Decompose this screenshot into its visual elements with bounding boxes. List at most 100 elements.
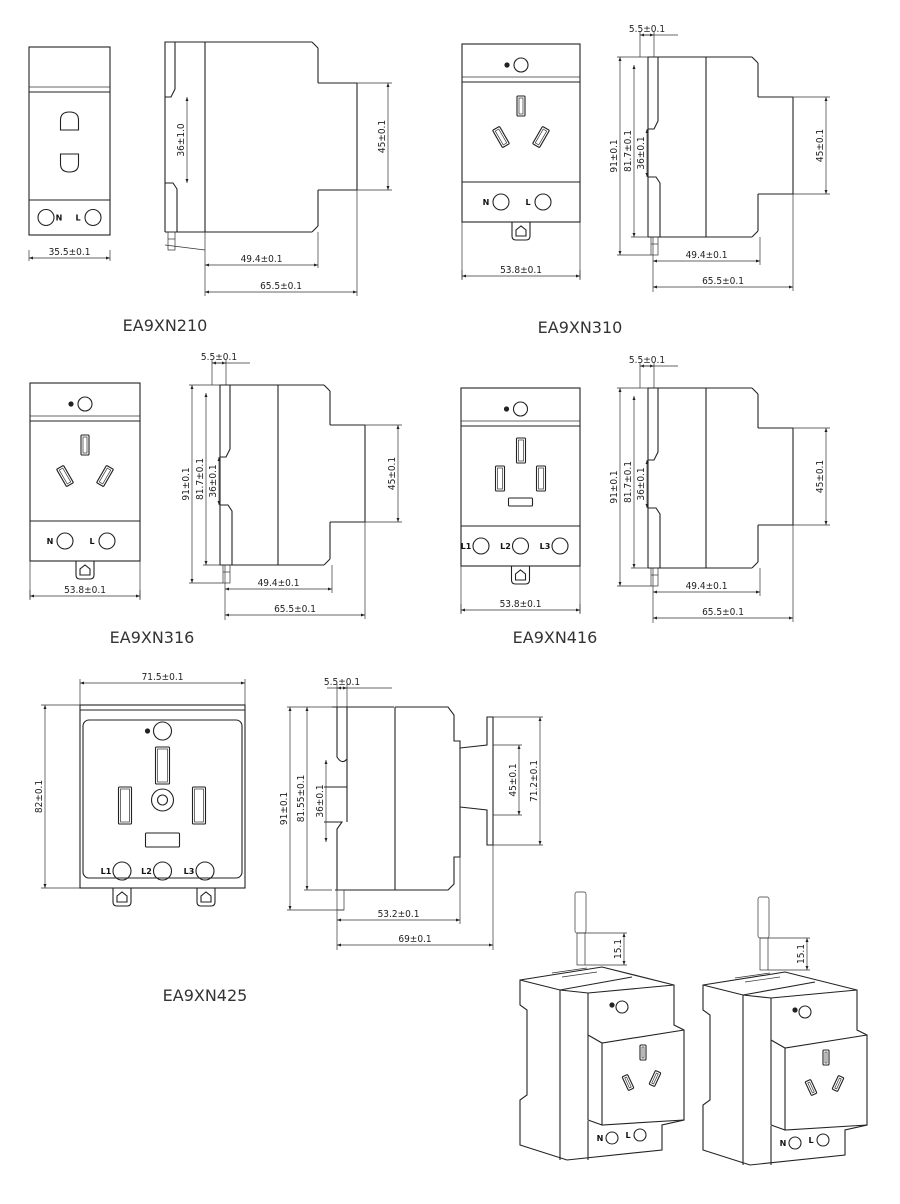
outline — [751, 230, 759, 238]
dimension-arrow — [489, 943, 493, 947]
dimension-arrow — [205, 290, 209, 294]
dimension-arrow — [576, 274, 580, 278]
socket-slot — [191, 786, 207, 825]
dimension-arrow — [653, 285, 657, 289]
dimension-arrow — [618, 251, 622, 255]
dimension-label: L3 — [184, 867, 195, 876]
dimension-arrow — [645, 460, 649, 464]
outline — [804, 1079, 818, 1096]
dimension-arrow — [632, 564, 636, 568]
dimension-label: 5.5±0.1 — [201, 352, 237, 363]
dimension-label: L — [808, 1136, 813, 1145]
housing — [770, 1034, 868, 1049]
dimension-arrow — [396, 425, 400, 429]
terminal-screw-icon — [551, 537, 569, 555]
dimension-arrow — [80, 681, 84, 685]
outline — [311, 41, 319, 49]
dimension-arrow — [517, 745, 521, 749]
outline — [639, 1044, 647, 1061]
dimension-label: 49.4±0.1 — [258, 578, 300, 589]
outline — [751, 387, 759, 395]
outline — [647, 460, 661, 568]
dimension-label: 65.5±0.1 — [274, 604, 316, 615]
dimension-arrow — [653, 616, 657, 620]
outline — [191, 786, 207, 825]
dimension-arrow — [824, 521, 828, 525]
din-clip — [196, 888, 216, 907]
dimension-arrow — [190, 579, 194, 583]
outline — [82, 719, 243, 879]
dimension-label: 15.1 — [613, 939, 624, 959]
dimension-arrow — [217, 501, 221, 505]
dimension-arrow — [328, 587, 332, 591]
outline — [324, 821, 344, 890]
outline — [576, 932, 586, 966]
outline — [751, 561, 759, 569]
socket-slot — [516, 95, 526, 117]
dimension-arrow — [632, 233, 636, 237]
dimension-arrow — [456, 918, 460, 922]
dimension-arrow — [324, 760, 328, 764]
dimension-arrow — [805, 938, 809, 942]
housing — [519, 976, 633, 991]
dimension-label: 65.5±0.1 — [702, 607, 744, 618]
terminal-screw-icon — [98, 532, 116, 550]
dimension-label: 53.8±0.1 — [500, 599, 542, 610]
model-title: EA9XN210 — [123, 316, 208, 335]
indicator-light-icon — [77, 396, 93, 412]
dimension-arrow — [576, 608, 580, 612]
dimension-arrow — [517, 811, 521, 815]
dimension-arrow — [653, 259, 657, 263]
dimension-arrow — [618, 582, 622, 586]
outline — [518, 97, 524, 115]
outline — [538, 467, 544, 490]
indicator-light-icon — [512, 401, 529, 417]
outline — [56, 465, 74, 487]
outline — [144, 832, 181, 848]
socket-slot — [492, 126, 510, 148]
dimension-arrow — [324, 838, 328, 842]
outline — [395, 706, 461, 891]
dimension-label: 5.5±0.1 — [629, 355, 665, 366]
outline — [323, 558, 331, 566]
outline — [744, 976, 781, 983]
outline — [757, 896, 770, 939]
model-title: EA9XN316 — [110, 628, 195, 647]
outline — [824, 1051, 828, 1064]
dimension-arrow — [645, 173, 649, 177]
outline — [648, 1070, 662, 1087]
outline — [624, 1076, 632, 1089]
socket-slot — [532, 126, 550, 148]
outline — [194, 788, 204, 823]
dimension-arrow — [756, 590, 760, 594]
dimension-arrow — [337, 918, 341, 922]
dimension-arrow — [538, 717, 542, 721]
dimension-arrow — [225, 613, 229, 617]
earth-symbol-icon — [144, 728, 151, 734]
dimension-arrow — [386, 186, 390, 190]
din-clip — [112, 888, 132, 907]
dimension-label: 65.5±0.1 — [260, 281, 302, 292]
dimension-label: 49.4±0.1 — [686, 250, 728, 261]
outline — [157, 748, 168, 783]
outline — [532, 126, 550, 148]
dimension-label: 45±0.1 — [815, 129, 826, 162]
socket-slot — [804, 1079, 818, 1096]
housing — [587, 1029, 685, 1044]
dimension-label: 82±0.1 — [34, 780, 45, 813]
dimension-label: 15.1 — [796, 944, 807, 964]
dimension-arrow — [43, 705, 47, 709]
dimension-label: L2 — [500, 542, 511, 551]
outline — [534, 128, 548, 146]
terminal-screw-icon — [152, 861, 173, 881]
outline — [28, 46, 111, 236]
outline — [460, 387, 581, 567]
outline — [650, 567, 659, 587]
din-clip — [510, 566, 531, 585]
outline — [219, 457, 233, 565]
dimension-arrow — [288, 906, 292, 910]
outline — [561, 971, 598, 978]
